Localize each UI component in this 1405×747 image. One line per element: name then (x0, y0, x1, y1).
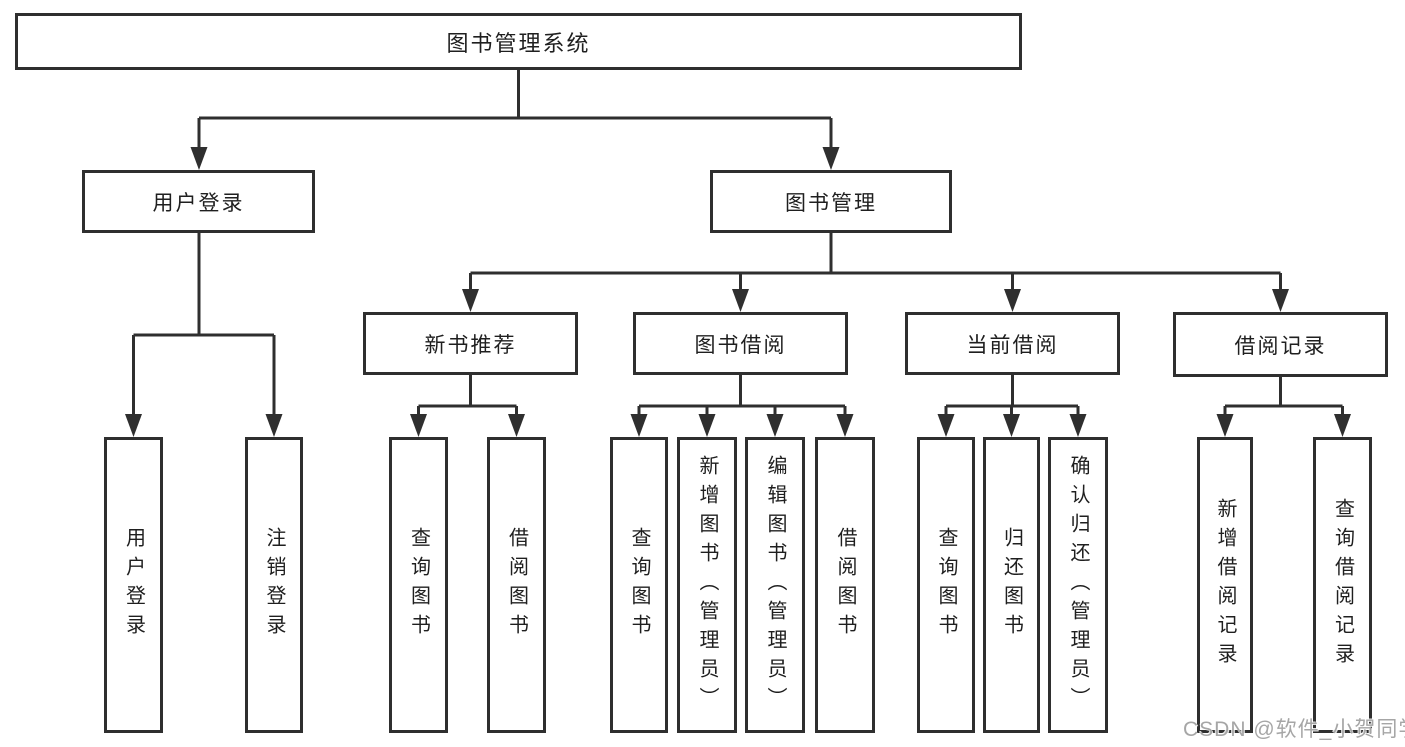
node-library-system-label: 图书管理系统 (446, 30, 591, 56)
node-borrow-records-label: 借阅记录 (1234, 334, 1327, 358)
leaf-borrow-query-books: 查询图书 (610, 437, 668, 733)
leaf-borrow-borrow-books-label: 借阅图书 (834, 527, 856, 643)
node-book-borrow: 图书借阅 (633, 312, 848, 375)
csdn-watermark: CSDN @软件_小贺同学 (1183, 718, 1405, 741)
edge-current-to-leaves (937, 375, 1087, 437)
leaf-current-confirm-return-admin: 确认归还（管理员） (1048, 437, 1108, 733)
edge-new-book-to-leaves (410, 375, 525, 437)
leaf-current-query-books-label: 查询图书 (935, 527, 957, 643)
edge-records-to-leaves (1216, 377, 1351, 437)
leaf-current-return-books: 归还图书 (983, 437, 1040, 733)
leaf-current-return-books-label: 归还图书 (1000, 527, 1023, 643)
node-book-borrow-label: 图书借阅 (694, 333, 787, 357)
leaf-newbook-borrow-books-label: 借阅图书 (505, 527, 528, 643)
leaf-records-query-record-label: 查询借阅记录 (1331, 498, 1354, 672)
node-user-login-label: 用户登录 (152, 191, 245, 215)
leaf-user-login-label: 用户登录 (122, 527, 145, 643)
leaf-borrow-add-books-admin-label: 新增图书（管理员） (696, 454, 718, 716)
leaf-current-confirm-return-admin-label: 确认归还（管理员） (1067, 454, 1089, 716)
edge-borrow-to-leaves (630, 375, 854, 437)
leaf-logout-label: 注销登录 (263, 527, 285, 643)
leaf-records-query-record: 查询借阅记录 (1313, 437, 1372, 733)
leaf-current-query-books: 查询图书 (917, 437, 975, 733)
node-new-book-recommend-label: 新书推荐 (424, 333, 517, 357)
leaf-logout: 注销登录 (245, 437, 303, 733)
leaf-newbook-borrow-books: 借阅图书 (487, 437, 546, 733)
leaf-borrow-add-books-admin: 新增图书（管理员） (677, 437, 737, 733)
leaf-borrow-edit-books-admin-label: 编辑图书（管理员） (764, 454, 786, 716)
leaf-user-login: 用户登录 (104, 437, 163, 733)
edge-root-to-level2 (190, 70, 840, 170)
leaf-newbook-query-books-label: 查询图书 (407, 527, 430, 643)
leaf-newbook-query-books: 查询图书 (389, 437, 448, 733)
edge-book-mgmt-to-level3 (462, 233, 1289, 312)
node-current-borrow: 当前借阅 (905, 312, 1120, 375)
leaf-borrow-edit-books-admin: 编辑图书（管理员） (745, 437, 805, 733)
node-library-system: 图书管理系统 (15, 13, 1022, 70)
node-book-management: 图书管理 (710, 170, 952, 233)
leaf-records-add-record: 新增借阅记录 (1197, 437, 1253, 733)
node-current-borrow-label: 当前借阅 (966, 333, 1059, 357)
edge-user-login-to-leaves (125, 233, 283, 437)
leaf-borrow-query-books-label: 查询图书 (628, 527, 650, 643)
leaf-borrow-borrow-books: 借阅图书 (815, 437, 875, 733)
node-new-book-recommend: 新书推荐 (363, 312, 578, 375)
node-borrow-records: 借阅记录 (1173, 312, 1388, 377)
node-book-management-label: 图书管理 (785, 191, 877, 215)
leaf-records-add-record-label: 新增借阅记录 (1214, 498, 1236, 672)
node-user-login: 用户登录 (82, 170, 315, 233)
